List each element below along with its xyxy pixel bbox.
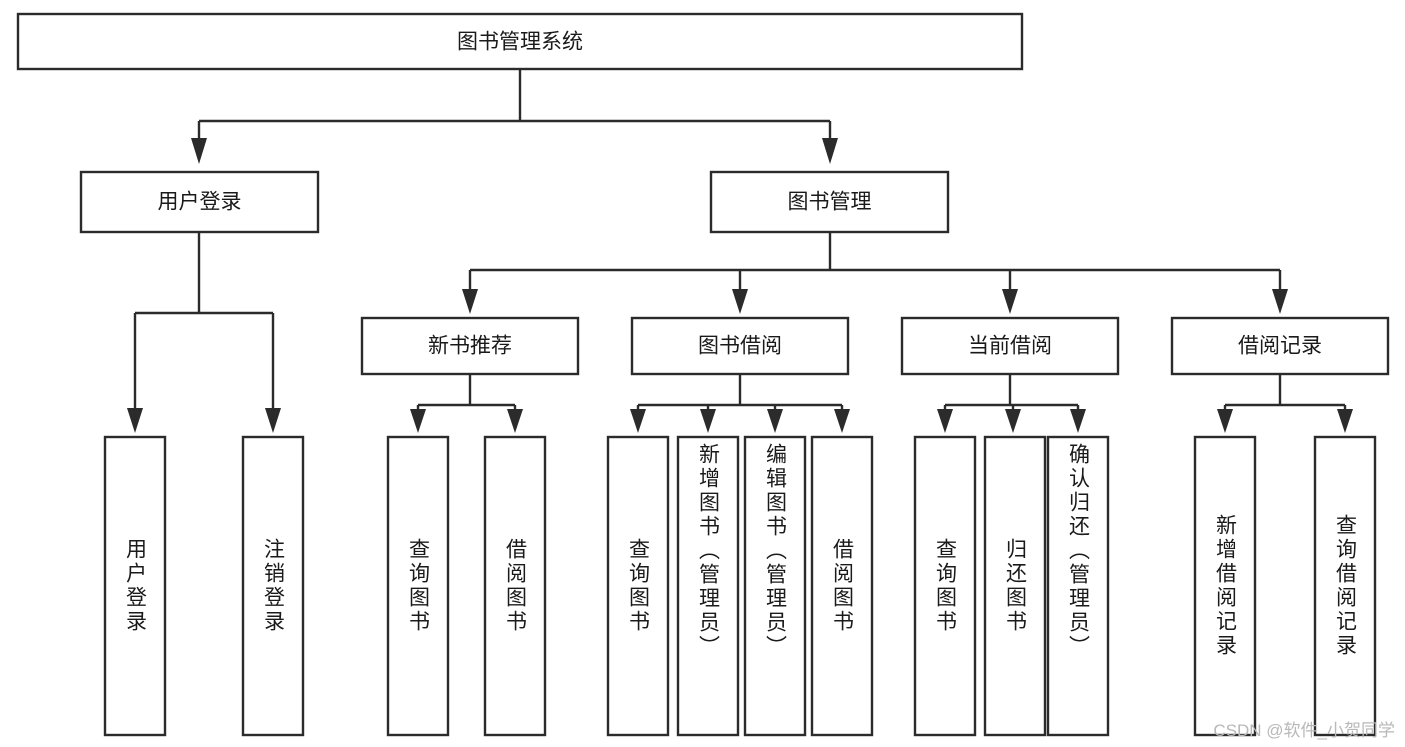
arrowhead-book-mgmt: [822, 138, 838, 164]
connector-group-user-login: [127, 232, 281, 433]
arrowhead-leaf-confirm-return: [1070, 409, 1086, 433]
node-borrow-record[interactable]: 借阅记录: [1170, 316, 1390, 376]
node-root[interactable]: 图书管理系统: [16, 12, 1024, 71]
arrowhead-leaf-query-book-2: [630, 409, 646, 433]
node-current-borrow-label: 当前借阅: [968, 335, 1052, 358]
arrowhead-leaf-query-book-3: [937, 409, 953, 433]
node-book-management-box[interactable]: [709, 170, 950, 234]
leaf-box-edit-book[interactable]: [743, 435, 807, 737]
arrowhead-leaf-query-record: [1337, 409, 1353, 433]
node-book-borrow-box[interactable]: [630, 316, 850, 376]
node-root-label: 图书管理系统: [457, 31, 583, 54]
leaf-box-query-book-3[interactable]: [913, 435, 977, 737]
node-borrow-record-box[interactable]: [1170, 316, 1390, 376]
arrowhead-borrow-record: [1272, 289, 1288, 314]
arrowhead-leaf-add-book: [700, 409, 716, 433]
node-borrow-record-label: 借阅记录: [1238, 335, 1322, 358]
leaf-box-logout[interactable]: [241, 435, 305, 737]
arrowhead-leaf-query-book-1: [410, 409, 426, 433]
arrowhead-leaf-add-record: [1217, 409, 1233, 433]
leaf-box-add-book[interactable]: [676, 435, 740, 737]
connector-group-root: [191, 69, 838, 164]
csdn-watermark: CSDN @软件_小贺同学: [1213, 721, 1395, 740]
arrowhead-new-book-rec: [462, 289, 478, 314]
node-book-borrow[interactable]: 图书借阅: [630, 316, 850, 376]
connector-group-book-mgmt: [462, 232, 1288, 314]
node-user-login-label: 用户登录: [158, 191, 242, 214]
leaf-box-add-record[interactable]: [1193, 435, 1257, 737]
node-new-book-recommend[interactable]: 新书推荐: [360, 316, 580, 376]
arrowhead-leaf-borrow-book-1: [507, 409, 523, 433]
connector-group-new-book-rec: [410, 374, 523, 433]
leaf-box-return-book[interactable]: [983, 435, 1047, 737]
leaf-box-query-book-2[interactable]: [606, 435, 670, 737]
node-current-borrow[interactable]: 当前借阅: [900, 316, 1120, 376]
leaf-boxes: [103, 435, 1377, 737]
leaf-box-borrow-book-2[interactable]: [810, 435, 874, 737]
arrowhead-leaf-user-login: [127, 408, 143, 433]
leaf-box-query-record[interactable]: [1313, 435, 1377, 737]
arrowhead-book-borrow: [732, 289, 748, 314]
connector-group-current-borrow: [937, 374, 1086, 433]
node-book-borrow-label: 图书借阅: [698, 335, 782, 358]
connector-group-book-borrow: [630, 374, 850, 433]
node-new-book-recommend-label: 新书推荐: [428, 335, 512, 358]
arrowhead-current-borrow: [1002, 289, 1018, 314]
node-book-management-label: 图书管理: [788, 191, 872, 214]
node-root-box[interactable]: [16, 12, 1024, 71]
arrowhead-user-login: [191, 138, 207, 164]
leaf-box-confirm-return[interactable]: [1046, 435, 1110, 737]
connector-group-borrow-record: [1217, 374, 1353, 433]
arrowhead-leaf-return-book: [1005, 409, 1021, 433]
leaf-box-borrow-book-1[interactable]: [483, 435, 547, 737]
node-book-management[interactable]: 图书管理: [709, 170, 950, 234]
arrowhead-leaf-borrow-book-2: [834, 409, 850, 433]
arrowhead-leaf-logout: [265, 408, 281, 433]
node-user-login-box[interactable]: [79, 170, 320, 234]
node-current-borrow-box[interactable]: [900, 316, 1120, 376]
leaf-box-user-login[interactable]: [103, 435, 167, 737]
node-user-login[interactable]: 用户登录: [79, 170, 320, 234]
arrowhead-leaf-edit-book: [767, 409, 783, 433]
leaf-box-query-book-1[interactable]: [386, 435, 450, 737]
node-new-book-recommend-box[interactable]: [360, 316, 580, 376]
